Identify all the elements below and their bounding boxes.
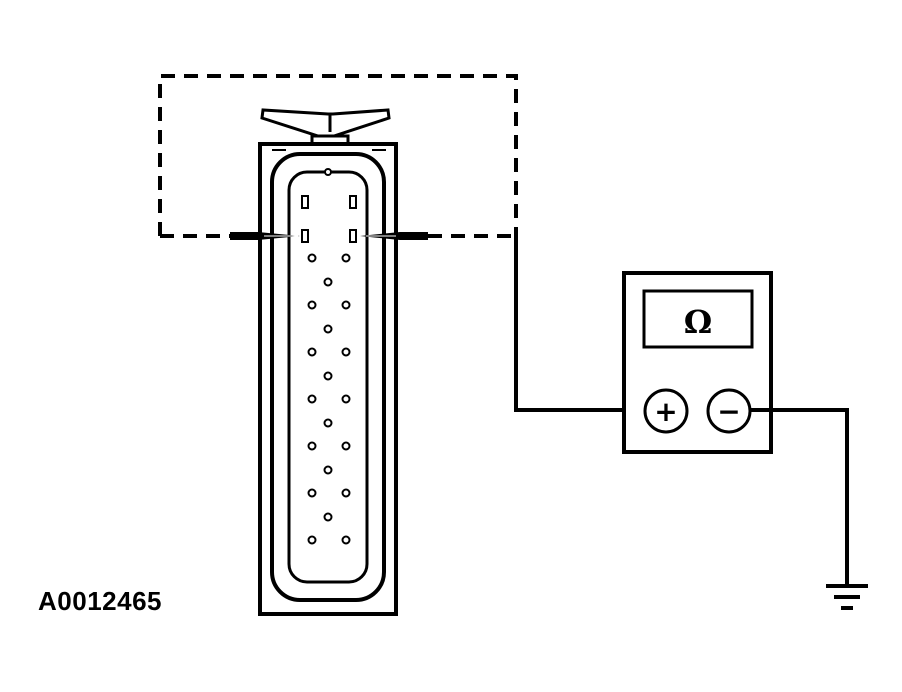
round-pin-grid <box>307 253 351 545</box>
round-pin <box>341 253 351 263</box>
round-pin <box>307 253 317 263</box>
jumper-wire-box <box>158 74 518 238</box>
round-pin <box>307 394 317 404</box>
round-pin <box>307 347 317 357</box>
ohm-symbol: Ω <box>684 303 712 341</box>
figure-id-label: A0012465 <box>38 586 162 616</box>
round-pin <box>323 512 333 522</box>
connector-icon <box>258 108 398 616</box>
round-pin <box>341 347 351 357</box>
square-pin <box>349 229 357 243</box>
round-pin <box>341 300 351 310</box>
square-pin <box>349 195 357 209</box>
negative-symbol: − <box>717 395 740 428</box>
positive-symbol: + <box>654 395 677 428</box>
square-pin <box>301 229 309 243</box>
connector-cavity-outer <box>270 152 386 602</box>
round-pin <box>307 488 317 498</box>
round-pin <box>341 441 351 451</box>
round-pin <box>323 277 333 287</box>
connector-latch <box>260 108 391 138</box>
round-pin <box>323 371 333 381</box>
round-pin <box>341 535 351 545</box>
ground-icon <box>826 584 868 610</box>
round-pin <box>323 465 333 475</box>
probe-icon <box>230 232 428 240</box>
round-pin <box>307 300 317 310</box>
meter-display <box>642 289 754 349</box>
multimeter-icon: Ω + − <box>622 271 773 454</box>
square-pin <box>301 195 309 209</box>
round-pin <box>341 394 351 404</box>
round-pin <box>341 488 351 498</box>
round-pin <box>323 418 333 428</box>
round-pin <box>307 441 317 451</box>
test-lead-positive <box>514 236 644 412</box>
test-lead-negative <box>750 408 849 584</box>
round-pin <box>323 324 333 334</box>
round-pin <box>307 535 317 545</box>
positive-terminal <box>643 388 689 434</box>
